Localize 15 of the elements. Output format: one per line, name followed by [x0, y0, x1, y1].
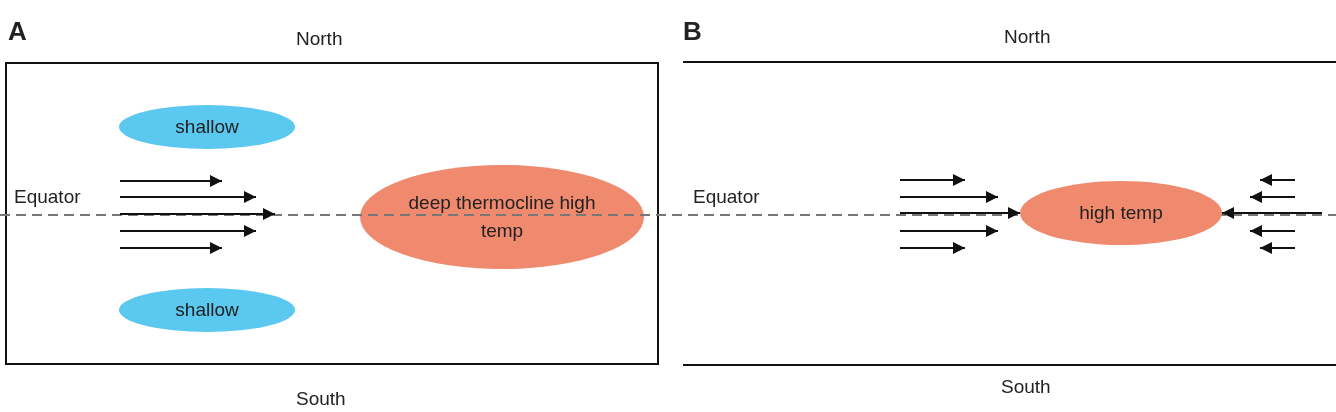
node-label: shallow	[175, 298, 239, 323]
compass-label: North	[296, 28, 343, 50]
panel-frame	[5, 62, 659, 365]
equator-label: Equator	[693, 186, 760, 208]
node-label: shallow	[175, 115, 239, 140]
node-label: deep thermocline high temp	[407, 191, 597, 243]
compass-label: North	[1004, 26, 1051, 48]
compass-label: South	[1001, 376, 1051, 398]
node-label: high temp	[1079, 201, 1163, 226]
panel-letter: B	[683, 16, 702, 47]
arrow	[1221, 207, 1323, 219]
arrow	[899, 207, 1021, 219]
compass-label: South	[296, 388, 346, 410]
panel-letter: A	[8, 16, 27, 47]
equator-label: Equator	[14, 186, 81, 208]
